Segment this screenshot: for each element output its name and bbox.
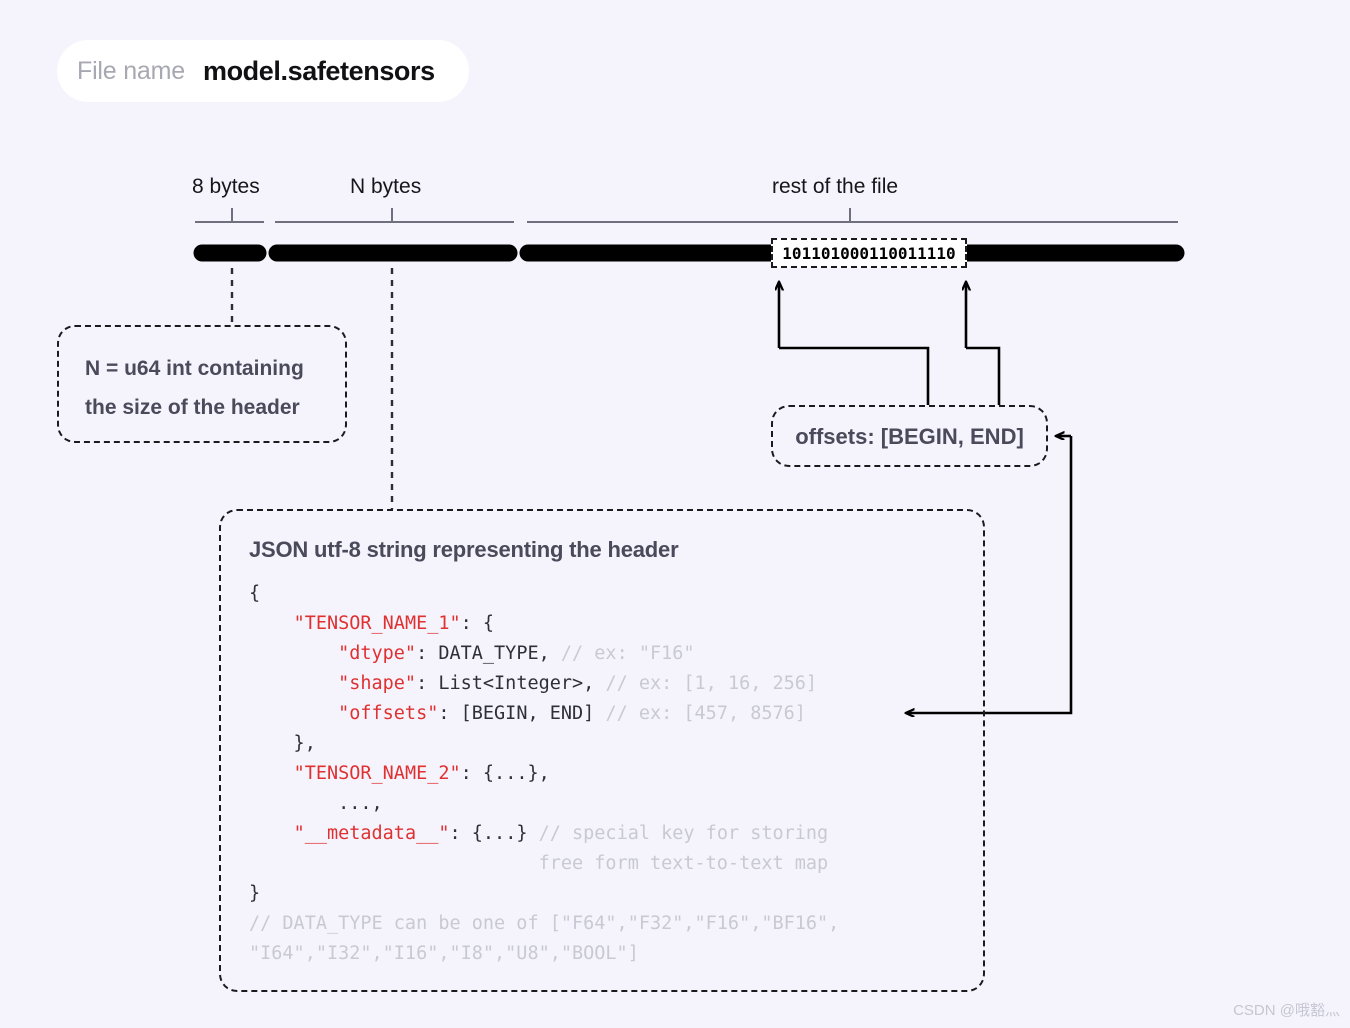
json-code-line: // DATA_TYPE can be one of ["F64","F32",… [249, 913, 840, 934]
segment-label-n-bytes: N bytes [350, 175, 422, 198]
callout-header-size-line1: N = u64 int containing [85, 357, 304, 380]
json-code-line: ..., [249, 793, 383, 814]
json-code-line: free form text-to-text map [249, 853, 829, 874]
callout-header-size: N = u64 int containing the size of the h… [57, 325, 347, 443]
callout-offsets: offsets: [BEGIN, END] [771, 405, 1048, 467]
json-code-block: { "TENSOR_NAME_1": { "dtype": DATA_TYPE,… [249, 579, 983, 969]
json-code-line: { [249, 583, 261, 604]
ruler-group [195, 208, 1178, 223]
json-code-line: "I64","I32","I16","I8","U8","BOOL"] [249, 943, 639, 964]
filename-pill: File name model.safetensors [57, 40, 469, 102]
binary-data-chip: 101101000110011110 [771, 238, 967, 268]
json-code-line: "TENSOR_NAME_1": { [293, 613, 495, 634]
filename-label: File name [77, 56, 185, 85]
segment-label-rest-of-file: rest of the file [772, 175, 899, 198]
json-code-line: "offsets": [BEGIN, END] // ex: [457, 857… [338, 703, 806, 724]
json-code-line: "shape": List<Integer>, // ex: [1, 16, 2… [338, 673, 818, 694]
segment-label-8-bytes: 8 bytes [192, 175, 260, 198]
json-header-panel: JSON utf-8 string representing the heade… [219, 509, 985, 992]
json-code-line: "dtype": DATA_TYPE, // ex: "F16" [338, 643, 695, 664]
json-panel-title: JSON utf-8 string representing the heade… [249, 537, 679, 562]
filename-value: model.safetensors [202, 55, 435, 86]
json-code-line: "__metadata__": {...} // special key for… [293, 823, 829, 844]
json-code-line: }, [249, 733, 316, 754]
json-code-line: "TENSOR_NAME_2": {...}, [293, 763, 550, 784]
watermark: CSDN @哦豁灬 [1233, 1002, 1340, 1019]
connector-offsets-begin [779, 346, 930, 405]
callout-offsets-text: offsets: [BEGIN, END] [795, 423, 1024, 449]
callout-header-size-line2: the size of the header [85, 396, 300, 419]
connector-offsets-end [966, 346, 1001, 405]
json-code-line: } [249, 883, 261, 904]
